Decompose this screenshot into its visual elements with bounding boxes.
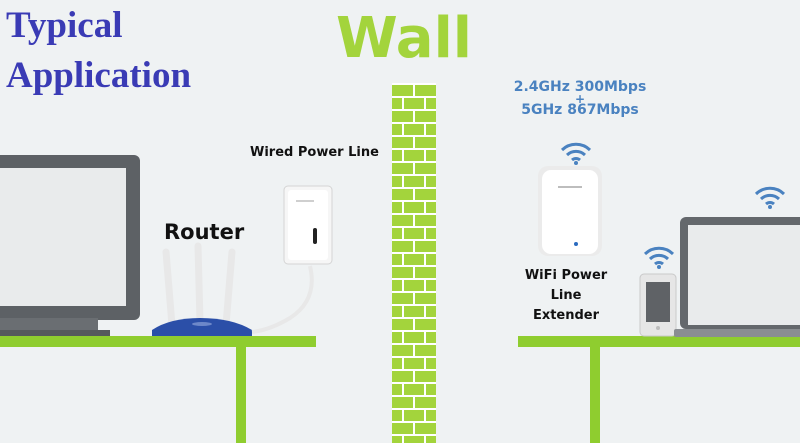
laptop xyxy=(674,217,800,337)
speed-plus: + xyxy=(574,92,586,106)
extender-label-line-1: WiFi Power Line xyxy=(524,268,608,303)
power-line-cable xyxy=(251,265,314,334)
router-device xyxy=(152,242,252,336)
wired-power-line-label: Wired Power Line xyxy=(250,145,379,160)
extender-label: WiFi Power Line Extender xyxy=(511,266,621,326)
extender-label-line-2: Extender xyxy=(532,308,600,323)
wifi-icon xyxy=(643,246,675,269)
heading-line-1: Typical xyxy=(6,5,123,46)
wifi-speed-spec: 2.4GHz 300Mbps + 5GHz 867Mbps xyxy=(505,79,655,118)
heading-line-2: Application xyxy=(6,55,192,96)
speed-5ghz: 5GHz 867Mbps xyxy=(521,102,639,118)
smartphone xyxy=(639,273,677,337)
wired-powerline-adapter xyxy=(283,185,333,265)
left-table xyxy=(0,336,316,443)
speed-2-4ghz: 2.4GHz 300Mbps xyxy=(513,79,647,95)
wall-title: Wall xyxy=(336,6,472,71)
wifi-icon xyxy=(560,142,592,165)
wifi-icon xyxy=(754,186,786,209)
brick-wall xyxy=(392,83,436,443)
desktop-monitor xyxy=(0,155,140,336)
right-table xyxy=(518,336,800,443)
router-label: Router xyxy=(164,220,245,244)
wifi-powerline-extender xyxy=(538,166,602,256)
